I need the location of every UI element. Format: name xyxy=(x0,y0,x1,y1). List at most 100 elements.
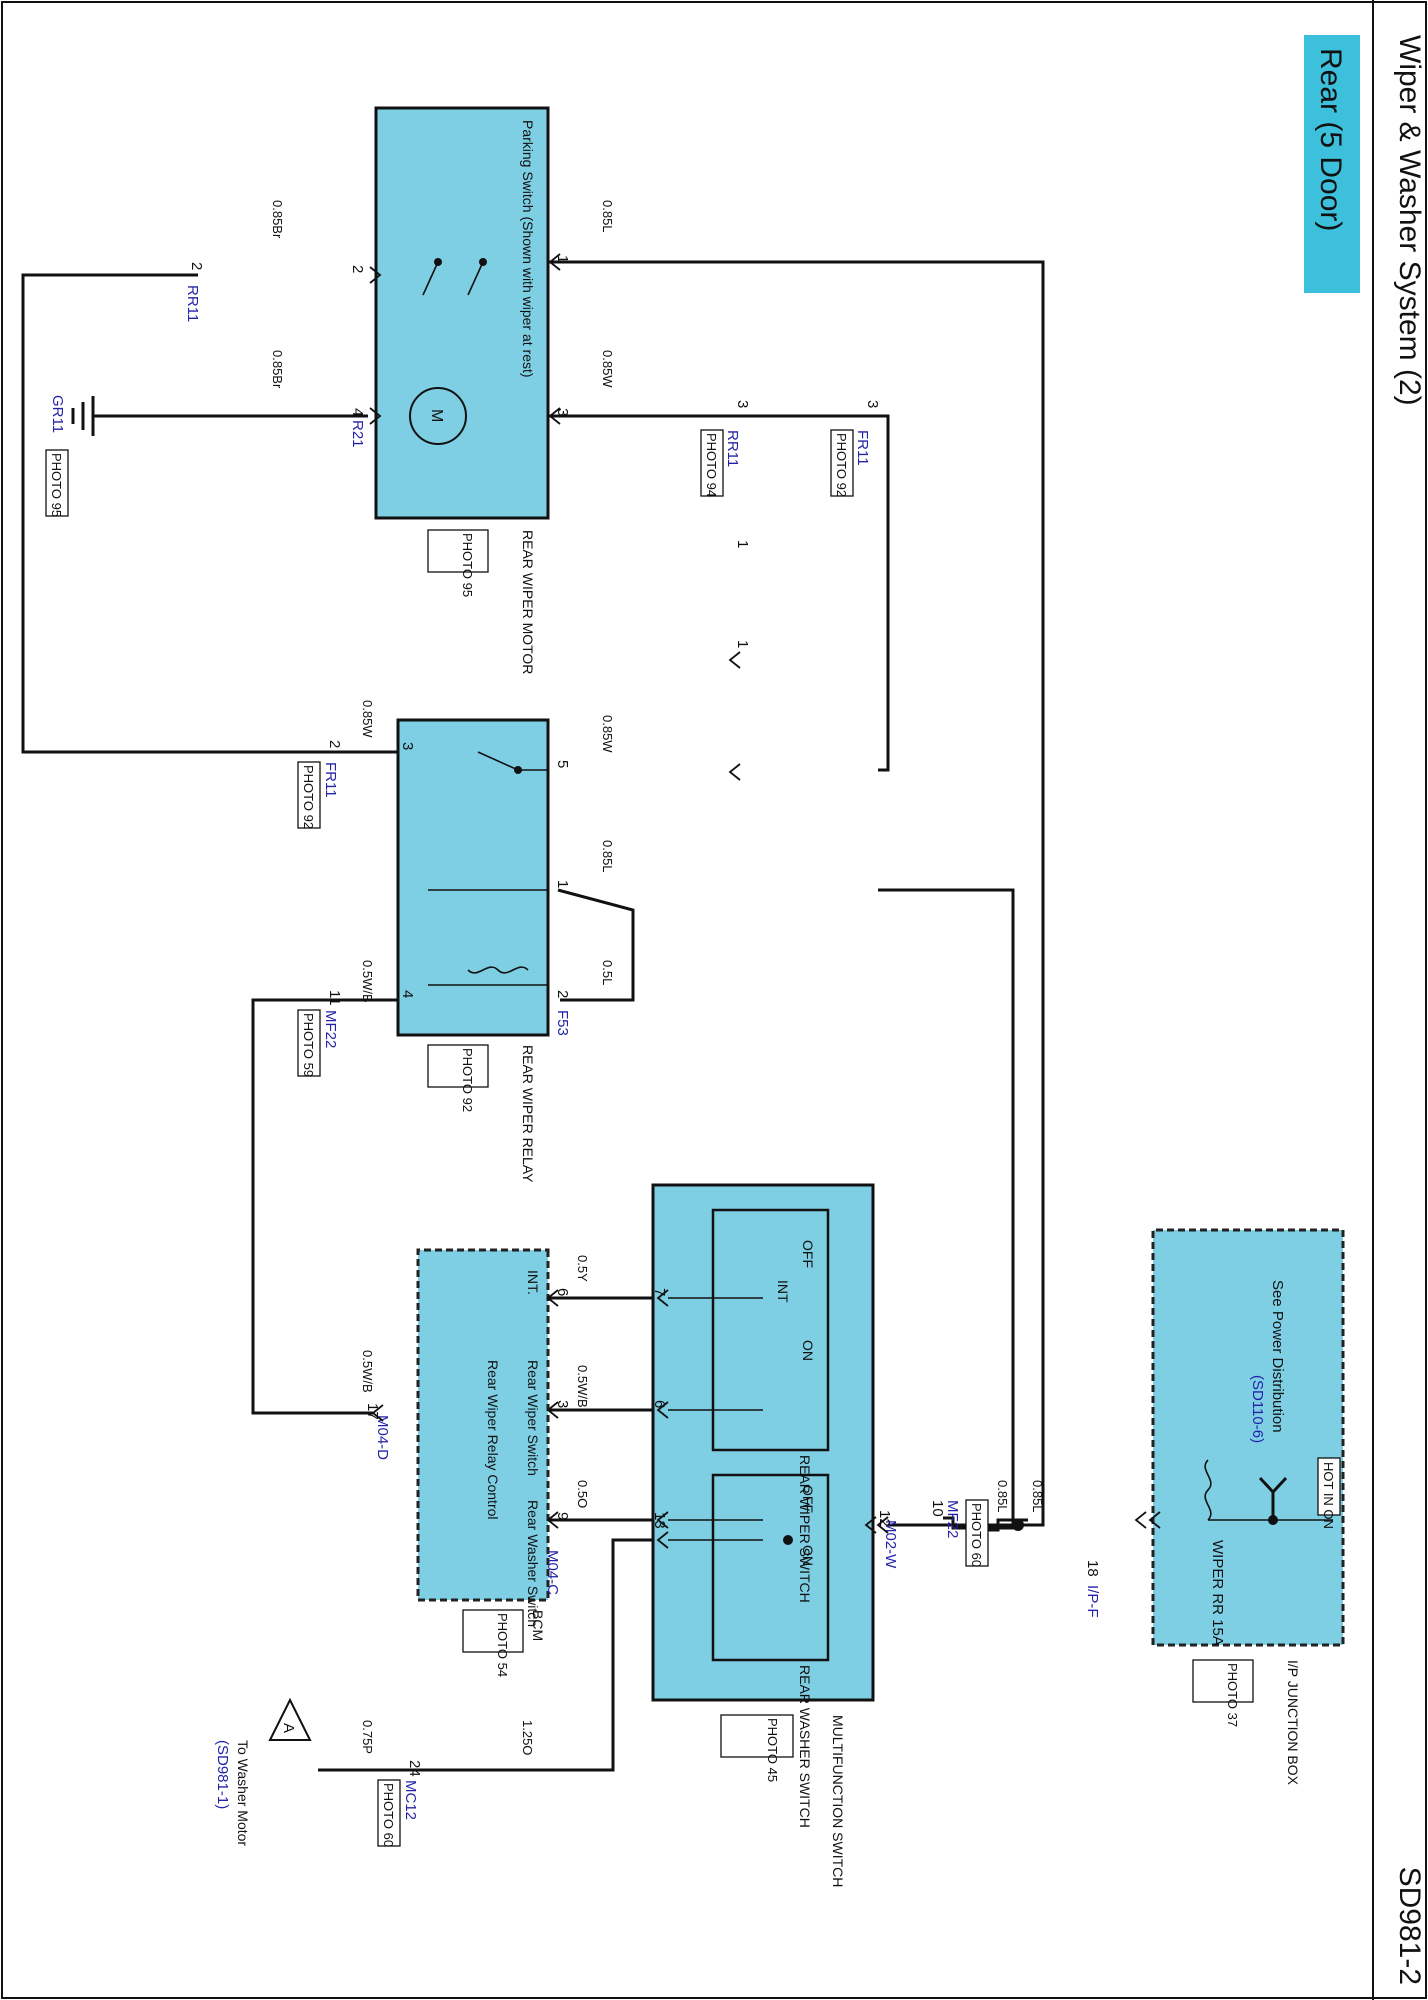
wire-05l: 0.5L xyxy=(600,960,615,985)
rotated-canvas: Wiper & Washer System (2) SD981-2 Rear (… xyxy=(21,0,1426,2000)
motor-photo: PHOTO 95 xyxy=(460,533,475,597)
rear-wiper-switch-frame xyxy=(711,1208,830,1452)
bcm-int-label: INT. xyxy=(525,1270,541,1295)
rr11-connector-a: RR11 xyxy=(724,430,741,467)
bcm-rear-wiper-switch: Rear Wiper Switch xyxy=(525,1360,541,1476)
motor-pin-4: 4 xyxy=(349,408,366,416)
bcm-name: BCM xyxy=(530,1610,546,1641)
motor-label: M xyxy=(428,409,445,422)
rear-wiper-relay xyxy=(396,718,550,1037)
rr11-connector-b: RR11 xyxy=(184,285,201,322)
wire-085l-c: 0.85L xyxy=(1030,1480,1045,1513)
relay-connector: F53 xyxy=(554,1010,571,1036)
see-power-ref: (SD110-6) xyxy=(1249,1375,1266,1443)
multifunction-switch-name: MULTIFUNCTION SWITCH xyxy=(830,1715,846,1887)
multifunction-switch xyxy=(651,1183,875,1702)
relay-pin-2: 2 xyxy=(554,990,571,998)
rr11-photo-box-a xyxy=(700,429,724,497)
wiper-switch-int: INT xyxy=(775,1280,791,1303)
fr11-pin-1: 1 xyxy=(734,540,751,548)
wire-125o: 1.25O xyxy=(520,1720,535,1755)
mf22-photo-box-a xyxy=(965,1499,989,1567)
relay-pin-4: 4 xyxy=(399,990,416,998)
mf22-pin-10: 10 xyxy=(929,1500,946,1517)
fr11-photo-b: PHOTO 92 xyxy=(301,765,316,829)
fr11-pin-3: 3 xyxy=(864,400,881,408)
relay-photo: PHOTO 92 xyxy=(460,1048,475,1112)
wire-05wb-c: 0.5W/B xyxy=(360,1350,375,1393)
offpage-ref: (SD981-1) xyxy=(214,1740,231,1809)
rr11-pin-2: 2 xyxy=(188,262,205,270)
junction-box-photo: PHOTO 37 xyxy=(1225,1663,1240,1727)
fr11-photo-a: PHOTO 92 xyxy=(834,433,849,497)
hot-in-on-label: HOT IN ON xyxy=(1321,1462,1336,1529)
park-node-b xyxy=(434,258,442,266)
page-code: SD981-2 xyxy=(1393,1867,1426,1985)
wire-085w-b: 0.85W xyxy=(600,715,615,753)
subtitle: Rear (5 Door) xyxy=(1314,48,1347,231)
mc12-photo-box xyxy=(377,1779,401,1847)
junction-box-connector: I/P-F xyxy=(1084,1585,1101,1618)
rr11-pin-1: 1 xyxy=(734,640,751,648)
mc12-pin-24: 24 xyxy=(406,1760,423,1777)
hot-in-on-box xyxy=(1317,1457,1341,1516)
ip-junction-box xyxy=(1151,1228,1345,1647)
rr11-pin-3: 3 xyxy=(734,400,751,408)
gr11-photo: PHOTO 95 xyxy=(49,453,64,517)
mf22-connector-b: MF22 xyxy=(322,1010,339,1048)
junction-box-pin: 18 xyxy=(1084,1560,1101,1577)
mfs-pin-6: 6 xyxy=(651,1400,668,1408)
bcm-pin-9: 9 xyxy=(554,1512,571,1520)
wire-085w-a: 0.85W xyxy=(600,350,615,388)
wire-085br-a: 0.85Br xyxy=(270,200,285,239)
offpage-marker-triangle xyxy=(268,1697,312,1741)
subtitle-badge xyxy=(1304,35,1360,293)
wire-085br-b: 0.85Br xyxy=(270,350,285,389)
mf22-photo-a: PHOTO 60 xyxy=(969,1503,984,1567)
wire-05wb-b: 0.5W/B xyxy=(575,1365,590,1408)
wire-05wb-a: 0.5W/B xyxy=(360,960,375,1003)
wire-085l-a: 0.85L xyxy=(600,200,615,233)
system-title: Wiper & Washer System (2) xyxy=(1393,35,1426,406)
bcm-photo: PHOTO 54 xyxy=(495,1613,510,1677)
offpage-label: To Washer Motor xyxy=(235,1740,251,1846)
mc12-connector: MC12 xyxy=(402,1780,419,1820)
relay-node-a xyxy=(514,766,522,774)
offpage-marker-letter: A xyxy=(280,1723,297,1733)
see-power-distribution: See Power Distribution xyxy=(1269,1280,1286,1433)
wire-05y: 0.5Y xyxy=(575,1255,590,1282)
mf22-photo-b: PHOTO 59 xyxy=(301,1013,316,1077)
bcm-photo-box xyxy=(462,1609,524,1653)
junction-box-photo-box xyxy=(1192,1659,1254,1703)
relay-pin-5: 5 xyxy=(554,760,571,768)
motor-connector: R21 xyxy=(349,420,366,448)
mfs-pin-7: 7 xyxy=(651,1288,668,1296)
mc12-photo: PHOTO 60 xyxy=(381,1783,396,1847)
gr11-photo-box xyxy=(45,449,69,517)
fr11-connector-b: FR11 xyxy=(322,762,339,798)
bcm-connector-d: M04-D xyxy=(374,1415,391,1460)
multifunction-connector: M02-W xyxy=(882,1520,899,1569)
multifunction-photo: PHOTO 45 xyxy=(765,1718,780,1782)
washer-switch-off: OFF xyxy=(800,1485,816,1513)
washer-switch-on: ON xyxy=(800,1545,816,1566)
bcm-connector-c: M04-C xyxy=(544,1550,561,1595)
parking-switch-label: Parking Switch (Shown with wiper at rest… xyxy=(520,120,536,378)
mf22-photo-box-b xyxy=(297,1009,321,1077)
wire-05o: 0.5O xyxy=(575,1480,590,1508)
motor-pin-2: 2 xyxy=(349,265,366,273)
wire-075p: 0.75P xyxy=(360,1720,375,1754)
motor-pin-1: 1 xyxy=(554,255,571,263)
wire-085l-d: 0.85L xyxy=(995,1480,1010,1513)
bcm-pin-6: 6 xyxy=(554,1288,571,1296)
wiper-switch-off: OFF xyxy=(800,1240,816,1268)
relay-photo-box xyxy=(427,1044,489,1088)
rear-washer-switch-name: REAR WASHER SWITCH xyxy=(797,1665,813,1828)
relay-pin-1: 1 xyxy=(554,880,571,888)
bcm-pin-3: 3 xyxy=(554,1400,571,1408)
mf22-connector-a: MF22 xyxy=(944,1500,961,1538)
wires xyxy=(21,260,1045,1772)
bcm-box xyxy=(416,1248,550,1602)
